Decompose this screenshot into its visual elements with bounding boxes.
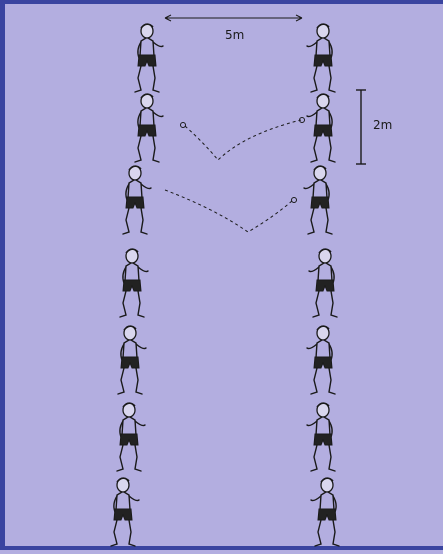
distance-label-5m: 5m — [225, 28, 244, 42]
player-right-row-2 — [307, 94, 335, 162]
player-left-row-1 — [135, 24, 163, 92]
player-left-row-3 — [123, 166, 151, 234]
drill-diagram — [5, 4, 443, 554]
player-right-row-1 — [307, 24, 335, 92]
player-right-row-4 — [309, 249, 337, 317]
player-right-row-6 — [307, 403, 335, 471]
pass-trajectory-2 — [165, 190, 293, 232]
distance-label-2m: 2m — [373, 118, 392, 132]
player-right-row-7 — [311, 478, 339, 546]
ball-1a — [181, 123, 186, 128]
player-right-row-5 — [307, 326, 335, 394]
player-left-row-6 — [117, 403, 145, 471]
player-left-row-4 — [120, 249, 148, 317]
pass-trajectory-1 — [185, 120, 301, 160]
player-left-row-7 — [111, 478, 139, 546]
player-left-row-5 — [118, 326, 146, 394]
player-right-row-3 — [304, 166, 332, 234]
ball-2 — [292, 198, 297, 203]
player-left-row-2 — [135, 94, 163, 162]
